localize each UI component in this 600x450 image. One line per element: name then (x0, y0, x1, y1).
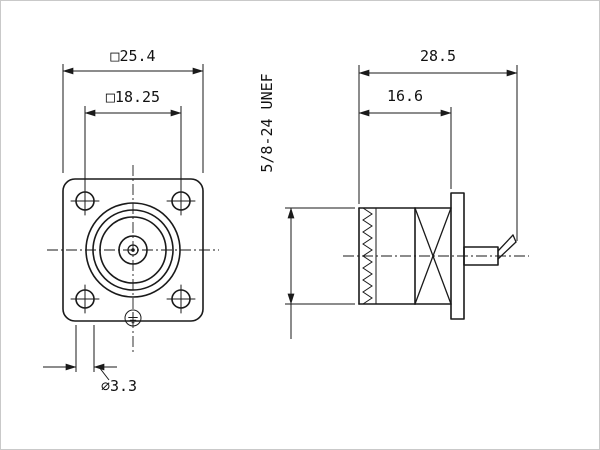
dim-front-length-label: 16.6 (387, 87, 423, 105)
dim-front-length: 16.6 (358, 87, 452, 189)
side-view: 28.5 16.6 5/8-24 UNEF (258, 47, 529, 339)
mounting-hole-top-left (70, 186, 100, 216)
dim-hole-spacing-label: □18.25 (106, 88, 160, 106)
dim-overall-length: 28.5 (358, 47, 518, 241)
mounting-hole-bottom-left (70, 284, 100, 314)
dim-flange-square-label: □25.4 (110, 47, 155, 65)
thread-callout-label: 5/8-24 UNEF (258, 73, 276, 172)
connector-face-circles (85, 202, 181, 298)
dim-overall-length-label: 28.5 (420, 47, 456, 65)
mounting-hole-bottom-right (166, 284, 196, 314)
mounting-hole-top-right (166, 186, 196, 216)
threaded-coupling (358, 207, 416, 305)
thread-zigzag (362, 207, 373, 305)
solder-lug (463, 234, 517, 266)
flange-outline (62, 178, 204, 322)
dim-hole-spacing: □18.25 (84, 88, 182, 189)
ground-symbol (124, 309, 142, 327)
body-cross-section (414, 207, 452, 305)
dim-hole-diameter: ⌀3.3 (43, 325, 137, 395)
front-view: □25.4 □18.25 ⌀3.3 (43, 47, 219, 395)
dim-flange-square: □25.4 (62, 47, 204, 173)
thread-callout: 5/8-24 UNEF (258, 73, 355, 339)
dim-hole-diameter-label: ⌀3.3 (101, 377, 137, 395)
